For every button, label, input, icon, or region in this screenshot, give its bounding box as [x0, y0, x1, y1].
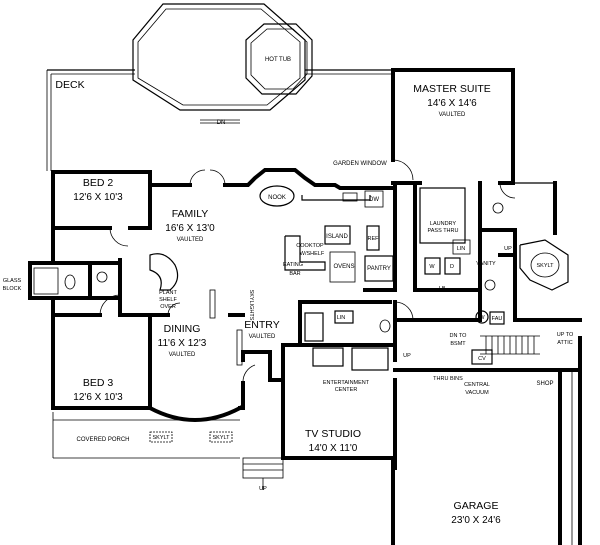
dining-dimensions: 11'6 X 12'3: [158, 338, 207, 349]
shelf-label: W/SHELF: [300, 251, 325, 257]
master-suite-dimensions: 14'6 X 14'6: [427, 98, 477, 109]
attic-label: ATTIC: [557, 340, 573, 346]
center-label: CENTER: [335, 387, 358, 393]
nook-label: NOOK: [268, 195, 286, 201]
ovens-label: OVENS: [333, 264, 354, 270]
deck-dn-label: DN: [217, 120, 226, 126]
cv-label: CV: [478, 356, 486, 362]
deck-area: [46, 3, 393, 171]
plant-shelf-label-2: SHELF: [159, 297, 177, 303]
central-label: CENTRAL: [464, 382, 490, 388]
island-label: ISLAND: [326, 234, 348, 240]
up-to-label: UP TO: [557, 332, 574, 338]
ref-label: REF: [368, 236, 380, 242]
master-suite-label: MASTER SUITE: [413, 83, 491, 95]
exterior-walls: [51, 68, 582, 545]
vanity-label: VANITY: [476, 261, 496, 267]
porch-skylt-1: SKYLT: [152, 435, 170, 441]
bar-label: BAR: [289, 271, 300, 277]
family-label: FAMILY: [172, 208, 209, 220]
dryer-label: D: [450, 264, 454, 270]
hot-tub-label: HOT TUB: [265, 57, 291, 63]
deck-label: DECK: [55, 79, 84, 91]
fixtures: [33, 185, 573, 545]
family-note: VAULTED: [177, 237, 204, 243]
ib-label: I.B.: [439, 286, 448, 292]
skylights-label: SKYLIGHTS: [248, 290, 254, 321]
eating-label: EATING: [283, 262, 303, 268]
garage-label: GARAGE: [454, 500, 499, 512]
washer-heater-label: W: [479, 315, 485, 321]
cooktop-label: COOKTOP: [296, 243, 324, 249]
thru-bins-label: THRU BINS: [433, 376, 463, 382]
recycle-label: RECYCLE PASS-: [426, 368, 470, 374]
entry-note: VAULTED: [249, 334, 276, 340]
tv-lin-label: LIN: [337, 315, 346, 321]
doors: [99, 159, 516, 384]
laundry-label: LAUNDRY: [430, 221, 457, 227]
glass-block-label: GLASS: [3, 278, 22, 284]
glass-block-label-2: BLOCK: [3, 286, 22, 292]
pantry-label: PANTRY: [367, 266, 391, 272]
master-up-label: UP: [504, 246, 512, 252]
dishwasher-label: DW: [369, 197, 379, 203]
vacuum-label: VACUUM: [465, 390, 489, 396]
pass-thru-label: PASS THRU: [428, 228, 459, 234]
bed2-label: BED 2: [83, 177, 114, 189]
tv-studio-dimensions: 14'0 X 11'0: [309, 443, 358, 454]
interior-walls: [28, 181, 582, 545]
dining-label: DINING: [164, 323, 201, 335]
skylt-bath-label: SKYLT: [536, 263, 554, 269]
garage-dimensions: 23'0 X 24'6: [451, 515, 501, 526]
stairs-down: [480, 335, 540, 355]
washer-label: W: [429, 264, 435, 270]
bed3-label: BED 3: [83, 377, 114, 389]
dining-note: VAULTED: [169, 352, 196, 358]
bed3-dimensions: 12'6 X 10'3: [73, 392, 123, 403]
entry-label: ENTRY: [244, 319, 279, 331]
stair-up-label: UP: [403, 353, 411, 359]
labels: DECK HOT TUB DN MASTER SUITE 14'6 X 14'6…: [3, 57, 574, 526]
plant-shelf-label-3: OVER: [160, 304, 176, 310]
entertainment-label: ENTERTAINMENT: [323, 380, 370, 386]
porch-up-label: UP: [259, 486, 267, 492]
tv-studio-label: TV STUDIO: [305, 428, 361, 440]
laundry-lin-label: LIN: [457, 246, 466, 252]
family-dimensions: 16'6 X 13'0: [165, 223, 215, 234]
covered-porch-label: COVERED PORCH: [76, 437, 129, 443]
garden-window-label: GARDEN WINDOW: [333, 161, 387, 167]
shop-label: SHOP: [536, 381, 553, 387]
master-suite-note: VAULTED: [439, 112, 466, 118]
bsmt-label: BSMT: [450, 341, 466, 347]
fau-label: FAU: [492, 316, 503, 322]
dn-to-label: DN TO: [450, 333, 468, 339]
bed2-dimensions: 12'6 X 10'3: [73, 192, 123, 203]
plant-shelf-label: PLANT: [159, 290, 177, 296]
porch-skylt-2: SKYLT: [212, 435, 230, 441]
